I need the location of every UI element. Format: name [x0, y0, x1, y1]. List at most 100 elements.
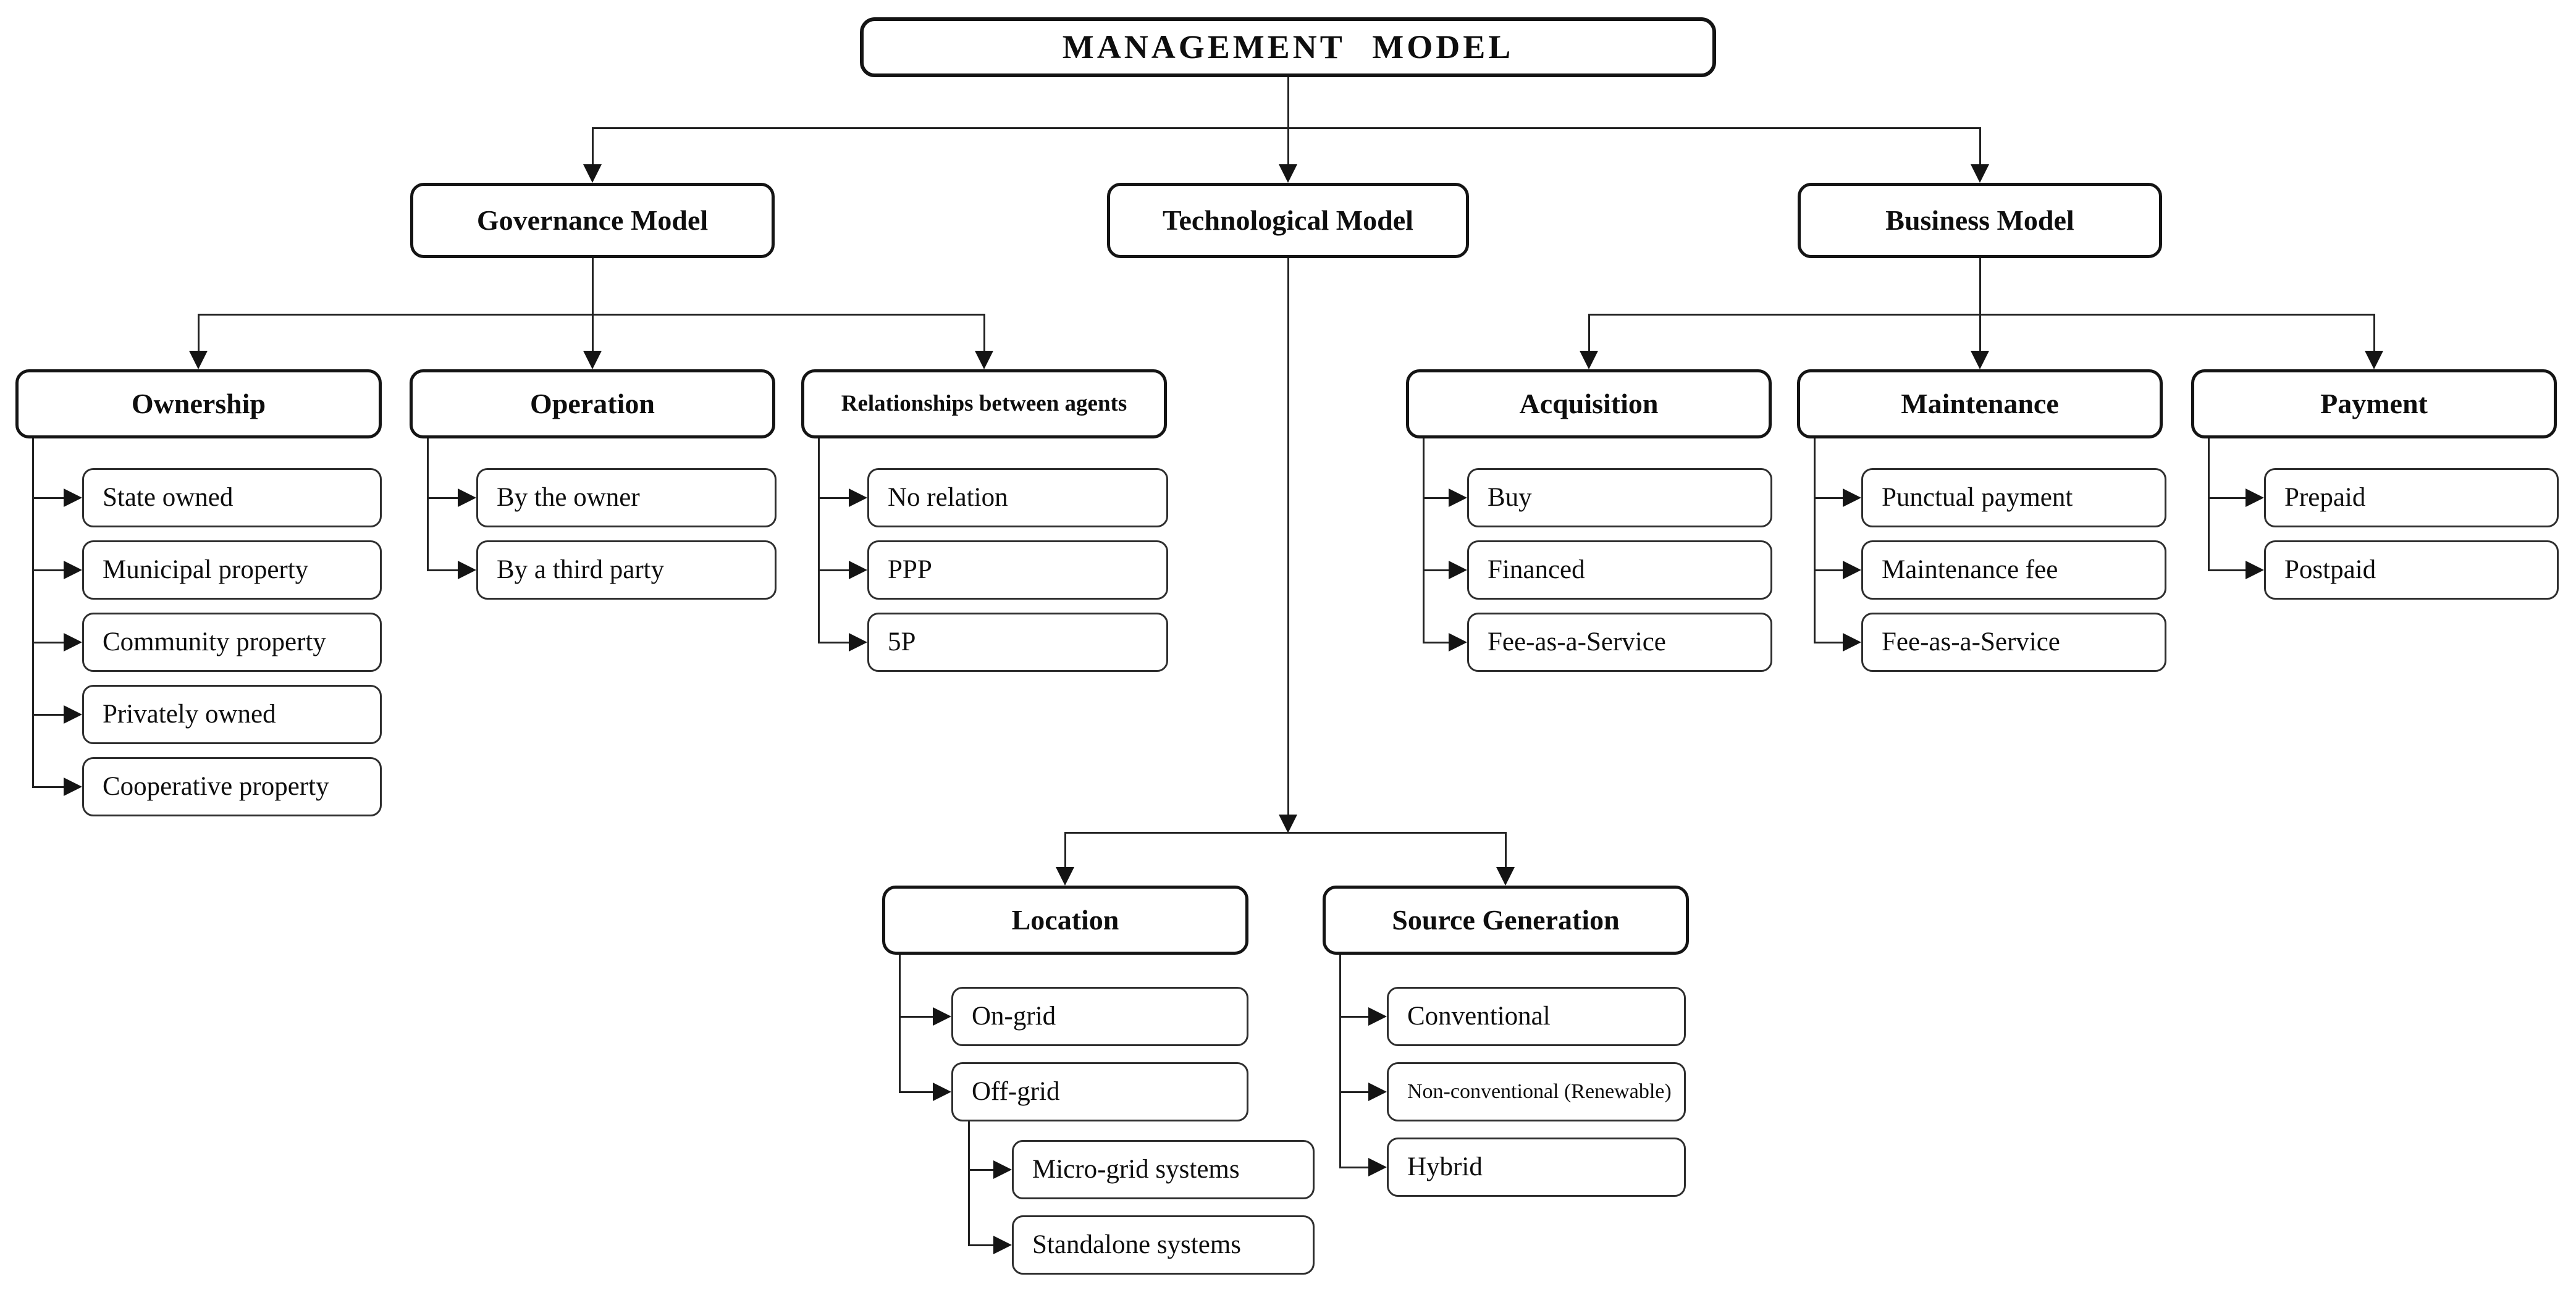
connector-acquisition-drop — [1588, 314, 1590, 353]
node-hybrid: Hybrid — [1387, 1138, 1686, 1197]
connector-payment-drop — [2373, 314, 2375, 353]
connector-off-grid-stem — [968, 1121, 970, 1246]
arrowhead-down-governance — [583, 164, 602, 183]
arrowhead-right — [993, 1160, 1012, 1179]
connector-payment-stem — [2208, 438, 2210, 571]
node-municipal-property: Municipal property — [82, 540, 382, 600]
arrowhead-right — [2246, 488, 2264, 507]
connector-root-vline — [1287, 77, 1289, 168]
node-operation: Operation — [410, 369, 775, 438]
arrowhead-down-acquisition — [1580, 351, 1598, 369]
connector-stub — [969, 1169, 993, 1171]
node-fee-as-a-service-acquisition: Fee-as-a-Service — [1467, 613, 1772, 672]
arrowhead-right — [1843, 561, 1861, 579]
connector-stub — [1340, 1167, 1368, 1168]
node-business-model: Business Model — [1798, 183, 2162, 258]
node-by-the-owner: By the owner — [476, 468, 777, 527]
arrowhead-right — [64, 561, 82, 579]
arrowhead-right — [933, 1007, 951, 1026]
connector-stub — [1814, 497, 1843, 499]
node-governance-model: Governance Model — [410, 183, 775, 258]
arrowhead-right — [64, 777, 82, 796]
node-by-a-third-party: By a third party — [476, 540, 777, 600]
connector-stub — [1423, 497, 1449, 499]
connector-source-generation-stem — [1339, 955, 1341, 1168]
arrowhead-right — [458, 561, 476, 579]
connector-location-stem — [899, 955, 901, 1093]
arrowhead-down-business — [1971, 164, 1989, 183]
node-buy: Buy — [1467, 468, 1772, 527]
arrowhead-right — [1449, 561, 1467, 579]
connector-relationships-stem — [818, 438, 820, 643]
connector-business-drop — [1979, 127, 1981, 168]
arrowhead-right — [64, 488, 82, 507]
connector-ownership-drop — [198, 314, 200, 353]
node-fee-as-a-service-maintenance: Fee-as-a-Service — [1861, 613, 2166, 672]
node-state-owned: State owned — [82, 468, 382, 527]
connector-operation-stem — [427, 438, 429, 571]
connector-stub — [33, 786, 64, 788]
arrowhead-right — [458, 488, 476, 507]
arrowhead-down-maintenance — [1971, 351, 1989, 369]
connector-stub — [33, 714, 64, 716]
arrowhead-right — [64, 633, 82, 652]
node-5p: 5P — [867, 613, 1168, 672]
node-community-property: Community property — [82, 613, 382, 672]
node-privately-owned: Privately owned — [82, 685, 382, 744]
node-management-model: MANAGEMENT MODEL — [860, 17, 1716, 77]
connector-business-hline — [1589, 314, 2375, 316]
node-location: Location — [882, 886, 1248, 955]
arrowhead-right — [1368, 1158, 1387, 1176]
node-standalone-systems: Standalone systems — [1012, 1215, 1315, 1275]
arrowhead-right — [849, 633, 867, 652]
arrowhead-right — [1368, 1007, 1387, 1026]
node-conventional: Conventional — [1387, 987, 1686, 1046]
node-maintenance-fee: Maintenance fee — [1861, 540, 2166, 600]
node-non-conventional-renewable: Non-conventional (Renewable) — [1387, 1062, 1686, 1121]
connector-ownership-stem — [32, 438, 34, 788]
arrowhead-right — [1843, 633, 1861, 652]
node-cooperative-property: Cooperative property — [82, 757, 382, 816]
node-ownership: Ownership — [15, 369, 382, 438]
arrowhead-down-payment — [2365, 351, 2383, 369]
connector-stub — [819, 642, 849, 643]
node-off-grid: Off-grid — [951, 1062, 1248, 1121]
connector-stub — [1814, 569, 1843, 571]
node-acquisition: Acquisition — [1406, 369, 1772, 438]
node-ppp: PPP — [867, 540, 1168, 600]
connector-stub — [1423, 642, 1449, 643]
node-relationships-between-agents: Relationships between agents — [801, 369, 1167, 438]
connector-stub — [33, 569, 64, 571]
node-prepaid: Prepaid — [2264, 468, 2559, 527]
arrowhead-down-relationships — [975, 351, 993, 369]
node-no-relation: No relation — [867, 468, 1168, 527]
connector-business-vline — [1979, 258, 1981, 316]
connector-acquisition-stem — [1423, 438, 1425, 643]
arrowhead-right — [933, 1083, 951, 1101]
node-financed: Financed — [1467, 540, 1772, 600]
connector-stub — [1814, 642, 1843, 643]
arrowhead-right — [64, 705, 82, 724]
connector-operation-drop — [592, 314, 594, 353]
arrowhead-right — [2246, 561, 2264, 579]
connector-stub — [899, 1091, 933, 1093]
arrowhead-right — [849, 561, 867, 579]
arrowhead-down-technological-split — [1279, 815, 1297, 833]
connector-source-generation-drop — [1505, 832, 1507, 868]
connector-maintenance-stem — [1814, 438, 1816, 643]
node-payment: Payment — [2191, 369, 2557, 438]
arrowhead-right — [1449, 488, 1467, 507]
connector-stub — [2208, 569, 2246, 571]
node-technological-model: Technological Model — [1107, 183, 1469, 258]
node-source-generation: Source Generation — [1323, 886, 1689, 955]
node-maintenance: Maintenance — [1797, 369, 2163, 438]
arrowhead-down-source-generation — [1496, 867, 1515, 886]
connector-technological-hline — [1065, 832, 1506, 834]
connector-technological-spine — [1287, 258, 1289, 816]
connector-stub — [1340, 1091, 1368, 1093]
connector-stub — [2208, 497, 2246, 499]
arrowhead-down-ownership — [189, 351, 208, 369]
arrowhead-right — [993, 1236, 1012, 1254]
node-postpaid: Postpaid — [2264, 540, 2559, 600]
